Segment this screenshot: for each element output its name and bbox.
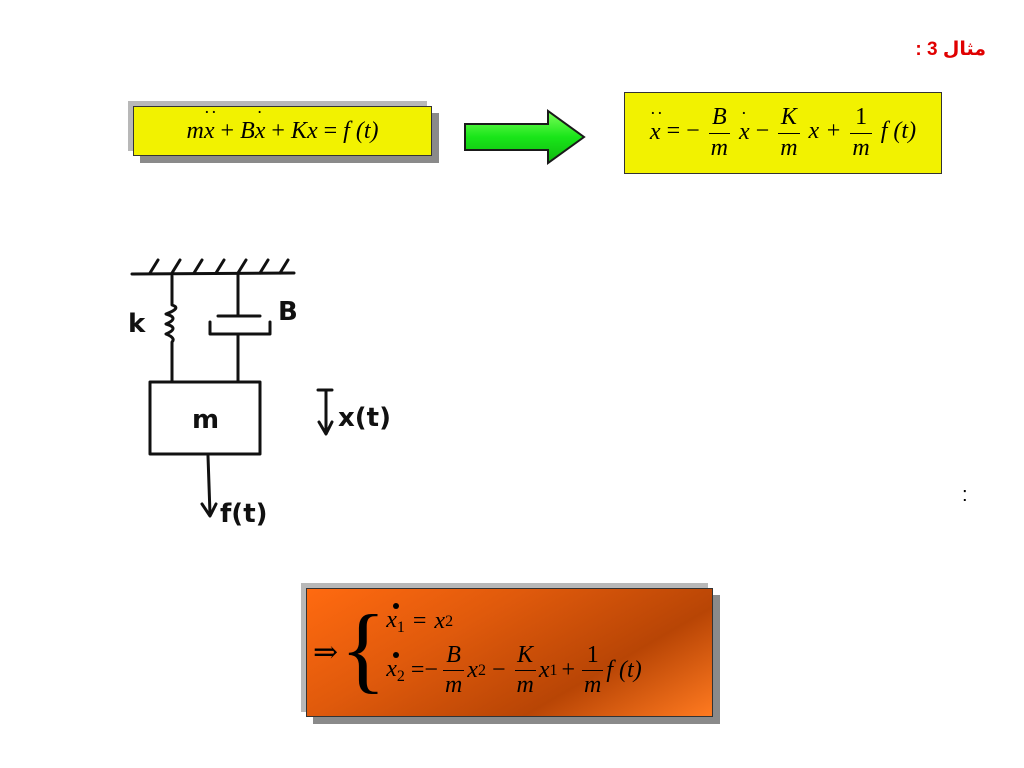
- spring: [164, 274, 178, 384]
- x-dot: x: [739, 103, 750, 146]
- displacement-arrow: [316, 388, 334, 436]
- ceiling-support: [130, 258, 296, 276]
- damper-label: B: [278, 297, 298, 327]
- acceleration-equation-box: x = − Bm x − Km x + 1m f (t): [624, 92, 942, 174]
- stiffness-term: Kx: [290, 117, 318, 144]
- acceleration-equation: x = − Bm x − Km x + 1m f (t): [650, 103, 916, 161]
- force-term: f (t): [343, 117, 379, 144]
- colon-mark: :: [962, 484, 968, 506]
- implies-symbol: ⇒: [313, 636, 339, 669]
- force-arrow: [200, 454, 218, 518]
- damper: [208, 272, 272, 384]
- force-label: f(t): [220, 499, 268, 529]
- equation-of-motion-box: mx + Bx + Kx = f (t): [133, 102, 432, 156]
- damping-symbol: B: [240, 117, 255, 144]
- mass-spring-damper-diagram: k B m x(t) f(t): [128, 258, 391, 529]
- x-dot: x: [255, 102, 266, 145]
- mass-symbol: m: [186, 117, 204, 144]
- mass-label: m: [192, 405, 219, 435]
- equation-of-motion: mx + Bx + Kx = f (t): [186, 102, 379, 145]
- x-double-dot: x: [204, 102, 215, 145]
- displacement-label: x(t): [338, 403, 391, 433]
- mass-block: [148, 380, 262, 456]
- slide-title: مثال 3 :: [915, 39, 986, 60]
- spring-label: k: [128, 309, 146, 339]
- left-brace: {: [340, 594, 387, 702]
- right-arrow-icon: [464, 109, 586, 165]
- x-double-dot: x: [650, 103, 661, 146]
